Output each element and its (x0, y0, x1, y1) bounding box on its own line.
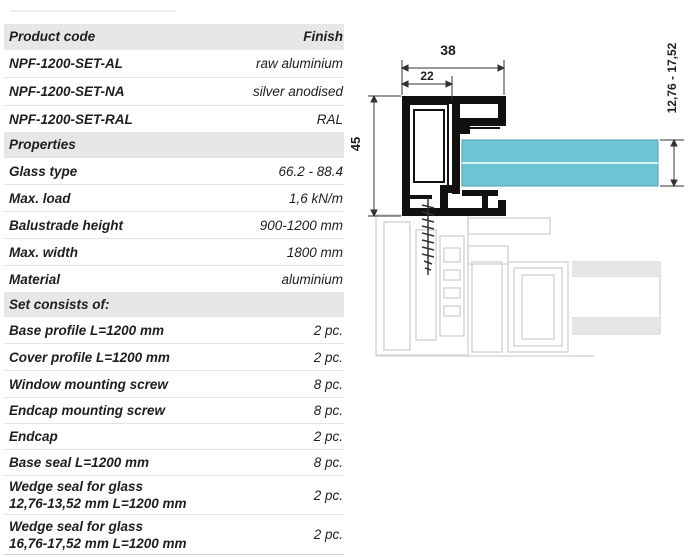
table-row: NPF-1200-SET-NA silver anodised (4, 78, 344, 106)
finish-value: RAL (316, 111, 343, 127)
table-row: Endcap 2 pc. (4, 424, 344, 450)
product-code: NPF-1200-SET-NA (9, 84, 125, 99)
set-item-label: Wedge seal for glass 12,76-13,52 mm L=12… (9, 478, 187, 512)
table-row: NPF-1200-SET-AL raw aluminium (4, 50, 344, 78)
dimension-width-inner-label: 22 (420, 69, 434, 83)
set-item-label-line2: 12,76-13,52 mm L=1200 mm (9, 496, 187, 511)
set-item-qty: 8 pc. (313, 376, 343, 392)
window-glass-ghost (572, 262, 660, 334)
property-value: 66.2 - 88.4 (278, 163, 343, 179)
set-item-label: Cover profile L=1200 mm (9, 349, 170, 365)
set-item-qty: 2 pc. (313, 527, 343, 542)
property-value: aluminium (281, 271, 343, 287)
set-item-label: Endcap (9, 429, 58, 444)
dimension-width-total-label: 38 (440, 42, 456, 58)
table-row: Balustrade height 900-1200 mm (4, 212, 344, 239)
set-item-label-line2: 16,76-17,52 mm L=1200 mm (9, 535, 187, 551)
table-row: Cover profile L=1200 mm 2 pc. (4, 344, 344, 371)
header-product-code: Product code (9, 29, 96, 44)
set-item-label: Base profile L=1200 mm (9, 322, 164, 338)
product-code: NPF-1200-SET-RAL (9, 111, 133, 127)
set-item-qty: 2 pc. (313, 322, 343, 338)
product-code: NPF-1200-SET-AL (9, 56, 124, 71)
table-row: Max. width 1800 mm (4, 239, 344, 266)
table-row: Max. load 1,6 kN/m (4, 185, 344, 212)
table-row: Window mounting screw 8 pc. (4, 371, 344, 398)
table-row: Endcap mounting screw 8 pc. (4, 398, 344, 424)
property-value: 900-1200 mm (259, 217, 343, 233)
set-item-qty: 8 pc. (313, 455, 343, 470)
window-frame-outline (375, 214, 661, 357)
finish-value: silver anodised (252, 84, 343, 99)
set-item-qty: 2 pc. (313, 429, 343, 444)
set-item-label: Base seal L=1200 mm (9, 455, 149, 470)
top-decoration (0, 0, 176, 22)
property-label: Max. width (9, 244, 79, 260)
set-item-label-line1: Wedge seal for glass (9, 518, 144, 534)
header-finish: Finish (303, 29, 343, 44)
set-title: Set consists of: (9, 297, 110, 312)
table-row: Wedge seal for glass 12,76-13,52 mm L=12… (4, 476, 344, 515)
table-header-row: Product code Finish (4, 24, 344, 50)
properties-section-header: Properties (4, 132, 344, 158)
property-label: Balustrade height (9, 217, 124, 233)
set-item-label-line1: Wedge seal for glass (9, 479, 144, 494)
table-row: NPF-1200-SET-RAL RAL (4, 106, 344, 132)
dimension-glass-label: 12,76 - 17,52 (665, 42, 679, 113)
set-item-label: Wedge seal for glass 16,76-17,52 mm L=12… (9, 518, 187, 552)
set-item-label: Window mounting screw (9, 376, 168, 392)
mounting-screw (421, 198, 435, 275)
table-row: Wedge seal for glass 16,76-17,52 mm L=12… (4, 515, 344, 555)
property-label: Max. load (9, 190, 71, 206)
properties-title: Properties (9, 137, 76, 152)
property-label: Glass type (9, 163, 78, 179)
table-row: Base seal L=1200 mm 8 pc. (4, 450, 344, 476)
set-item-qty: 2 pc. (313, 487, 343, 503)
table-row: Glass type 66.2 - 88.4 (4, 158, 344, 185)
set-item-qty: 8 pc. (313, 403, 343, 418)
profile-inner-outline (410, 103, 500, 185)
set-section-header: Set consists of: (4, 293, 344, 317)
dimension-height-label: 45 (348, 137, 363, 151)
profile-drawing: 38 22 45 12,76 - 17,52 (348, 42, 684, 357)
dimension-width-total (400, 60, 506, 95)
dimension-width-inner (400, 76, 454, 100)
aluminium-profile (402, 96, 506, 216)
property-value: 1800 mm (286, 244, 343, 260)
set-item-qty: 2 pc. (313, 349, 343, 365)
spec-table: Product code Finish NPF-1200-SET-AL raw … (4, 24, 344, 555)
property-label: Material (9, 271, 61, 287)
dimension-glass (660, 138, 684, 188)
glass-panel (461, 139, 659, 187)
table-row: Material aluminium (4, 266, 344, 293)
set-item-label: Endcap mounting screw (9, 403, 166, 418)
finish-value: raw aluminium (255, 56, 343, 71)
table-row: Base profile L=1200 mm 2 pc. (4, 317, 344, 344)
property-value: 1,6 kN/m (288, 190, 343, 206)
dimension-height (368, 94, 401, 218)
